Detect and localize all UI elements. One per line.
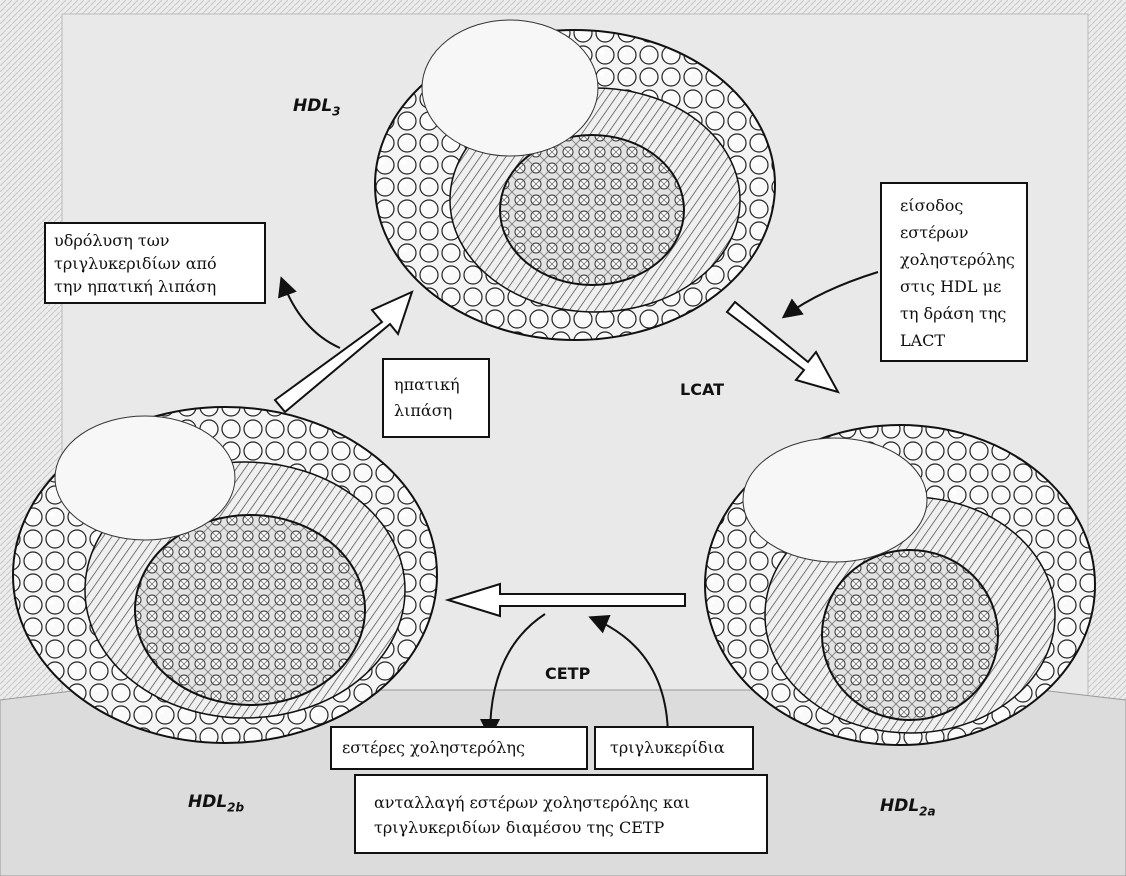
hdl2a-label: HDL2a xyxy=(880,796,936,818)
ester-entry-box: είσοδος εστέρων χοληστερόλης στις HDL με… xyxy=(880,182,1028,362)
triglycerides-box: τριγλυκερίδια xyxy=(594,726,754,770)
hydrolysis-box: υδρόλυση των τριγλυκεριδίων από την ηπατ… xyxy=(44,222,266,304)
cetp-label: CETP xyxy=(545,664,590,683)
hdl3-label: HDL3 xyxy=(293,96,341,118)
hdl2a-particle xyxy=(705,425,1095,745)
hdl2b-label: HDL2b xyxy=(188,792,244,814)
hdl2b-particle xyxy=(13,407,437,743)
lcat-label: LCAT xyxy=(680,380,724,399)
exchange-box: ανταλλαγή εστέρων χοληστερόλης και τριγλ… xyxy=(354,774,768,854)
cholesterol-esters-box: εστέρες χοληστερόλης xyxy=(330,726,588,770)
hepatic-lipase-box: ηπατική λιπάση xyxy=(382,358,490,438)
